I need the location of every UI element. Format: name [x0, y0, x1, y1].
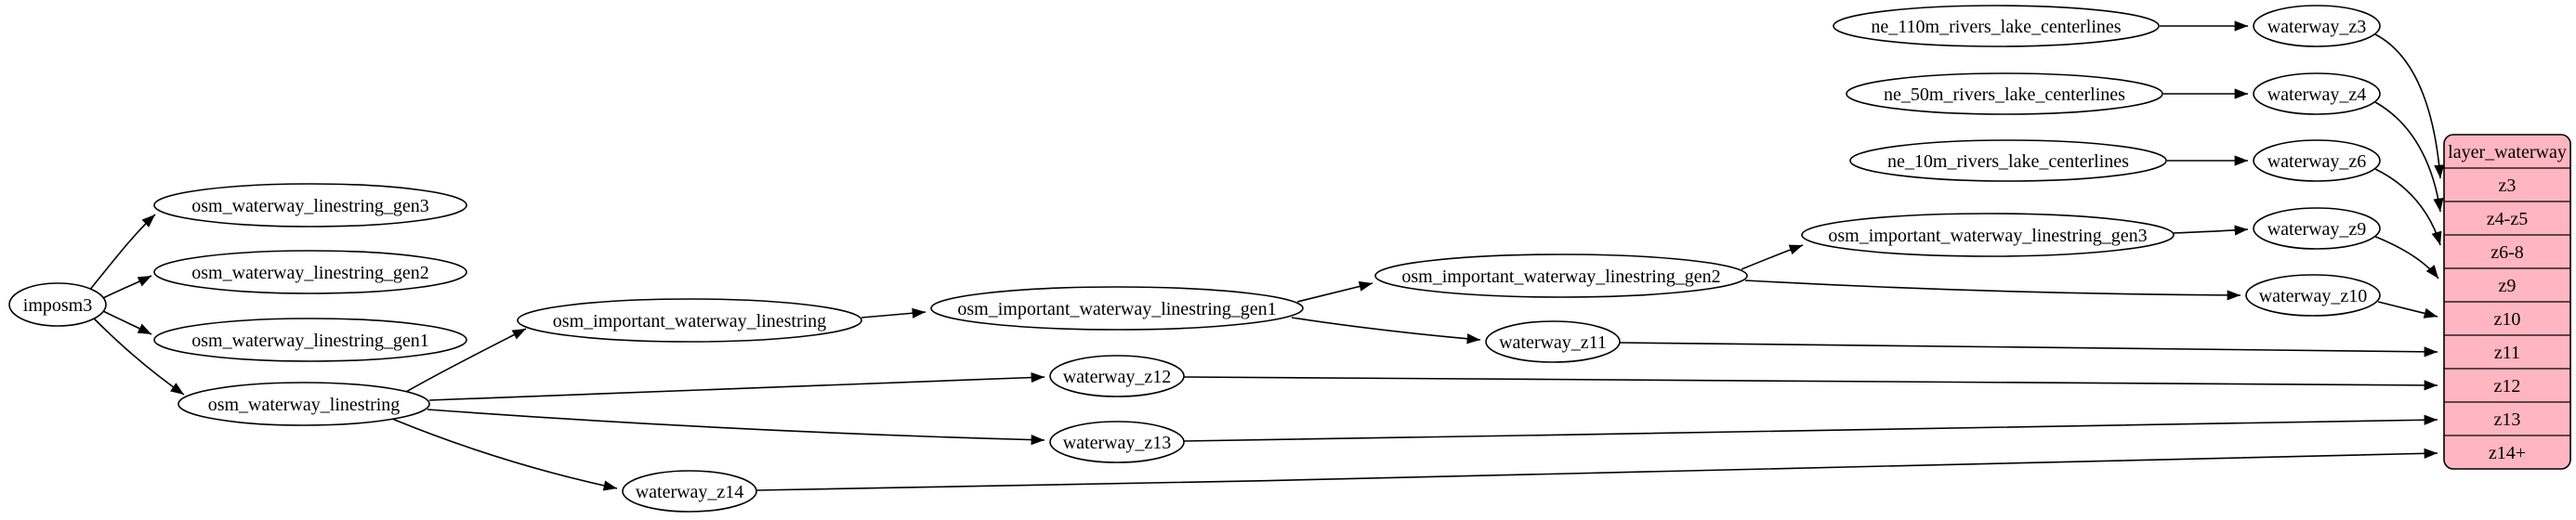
node-osm-important-waterway-linestring-gen2-shape [1374, 254, 1748, 298]
node-osm-important-waterway-linestring-gen1-label: osm_important_waterway_linestring_gen1 [957, 299, 1276, 319]
edge-imposm3-to-osm-waterway-linestring-gen1 [102, 310, 152, 335]
record-row-z13: z13 [2494, 410, 2521, 430]
record-row-z3: z3 [2499, 176, 2517, 196]
node-osm-waterway-linestring-gen3: osm_waterway_linestring_gen3 [153, 183, 467, 228]
record-title: layer_waterway [2448, 142, 2567, 162]
edge-imposm3-to-osm-waterway-linestring-gen3 [88, 214, 156, 292]
node-ne-10m-rivers-lake-centerlines-label: ne_10m_rivers_lake_centerlines [1887, 151, 2129, 172]
node-waterway-z11-shape [1485, 320, 1621, 363]
node-osm-important-waterway-linestring-label: osm_important_waterway_linestring [553, 311, 826, 332]
node-waterway-z14-shape [622, 470, 757, 513]
node-waterway-z4-label: waterway_z4 [2267, 84, 2367, 105]
node-imposm3: imposm3 [8, 282, 107, 327]
node-waterway-z12: waterway_z12 [1049, 355, 1185, 397]
edge-waterway-z11-to-record-z11 [1619, 342, 2438, 358]
node-ne-50m-rivers-lake-centerlines-shape [1846, 72, 2163, 115]
record-row-z11: z11 [2494, 343, 2520, 363]
node-waterway-z14: waterway_z14 [622, 470, 757, 513]
node-osm-waterway-linestring-gen1-shape [153, 318, 467, 362]
record-row-z9: z9 [2499, 276, 2517, 296]
edge-osm-waterway-linestring-to-waterway-z14 [391, 418, 618, 491]
node-waterway-z10: waterway_z10 [2245, 274, 2381, 317]
edge-waterway-z3-to-record-z3 [2374, 33, 2445, 179]
node-waterway-z6: waterway_z6 [2253, 139, 2381, 182]
node-imposm3-label: imposm3 [23, 295, 92, 316]
edge-imposm3-to-osm-waterway-linestring-gen2 [102, 275, 152, 299]
edge-osm-waterway-linestring-to-waterway-z13 [427, 409, 1045, 446]
record-row-z14plus: z14+ [2489, 443, 2526, 463]
node-waterway-z3-shape [2253, 5, 2381, 47]
node-osm-important-waterway-linestring-gen2: osm_important_waterway_linestring_gen2 [1374, 254, 1748, 298]
node-waterway-z13-label: waterway_z13 [1063, 433, 1172, 453]
node-osm-important-waterway-linestring-shape [517, 298, 862, 343]
node-osm-important-waterway-linestring-gen1-shape [930, 286, 1304, 331]
node-waterway-z13-shape [1049, 421, 1185, 463]
node-osm-waterway-linestring-gen1: osm_waterway_linestring_gen1 [153, 318, 467, 362]
node-imposm3-shape [8, 282, 107, 327]
node-waterway-z9-label: waterway_z9 [2267, 219, 2367, 240]
node-osm-important-waterway-linestring-gen3-label: osm_important_waterway_linestring_gen3 [1828, 226, 2147, 246]
edge-important-gen3-to-waterway-z9 [2172, 225, 2249, 236]
node-osm-waterway-linestring-gen3-shape [153, 183, 467, 228]
node-ne-110m-rivers-lake-centerlines-shape [1833, 5, 2160, 47]
edge-osm-waterway-linestring-to-waterway-z12 [428, 371, 1045, 401]
edge-waterway-z6-to-record-z6-8 [2374, 168, 2442, 246]
node-osm-waterway-linestring-gen2-label: osm_waterway_linestring_gen2 [191, 263, 429, 283]
record-layer-waterway: layer_waterway z3 z4-z5 z6-8 z9 z10 z11 … [2443, 134, 2571, 470]
node-waterway-z6-label: waterway_z6 [2267, 151, 2367, 172]
node-waterway-z13: waterway_z13 [1049, 421, 1185, 463]
node-osm-waterway-linestring-gen2: osm_waterway_linestring_gen2 [153, 250, 467, 294]
edge-waterway-z12-to-record-z12 [1183, 376, 2438, 391]
record-row-z6-8: z6-8 [2491, 242, 2524, 263]
node-waterway-z9: waterway_z9 [2253, 207, 2381, 250]
record-row-z10: z10 [2494, 309, 2521, 330]
edge-waterway-z13-to-record-z13 [1183, 414, 2438, 442]
node-ne-10m-rivers-lake-centerlines: ne_10m_rivers_lake_centerlines [1849, 139, 2167, 182]
node-osm-waterway-linestring-gen1-label: osm_waterway_linestring_gen1 [191, 331, 429, 351]
edge-osm-important-waterway-linestring-to-gen1 [861, 307, 927, 318]
edge-waterway-z14-to-record-z14plus [756, 448, 2438, 491]
node-waterway-z4: waterway_z4 [2253, 72, 2381, 115]
node-waterway-z9-shape [2253, 207, 2381, 250]
node-osm-waterway-linestring-label: osm_waterway_linestring [208, 395, 401, 415]
record-row-z4-z5: z4-z5 [2487, 209, 2528, 229]
node-waterway-z3-label: waterway_z3 [2267, 17, 2367, 37]
node-ne-50m-rivers-lake-centerlines-label: ne_50m_rivers_lake_centerlines [1884, 84, 2125, 105]
node-waterway-z6-shape [2253, 139, 2381, 182]
node-osm-important-waterway-linestring: osm_important_waterway_linestring [517, 298, 862, 343]
edge-waterway-z10-to-record-z10 [2377, 301, 2438, 318]
node-waterway-z11-label: waterway_z11 [1499, 332, 1607, 353]
edge-important-gen1-to-gen2 [1296, 280, 1373, 303]
node-waterway-z4-shape [2253, 72, 2381, 115]
node-waterway-z11: waterway_z11 [1485, 320, 1621, 363]
node-waterway-z14-label: waterway_z14 [636, 482, 744, 502]
node-ne-50m-rivers-lake-centerlines: ne_50m_rivers_lake_centerlines [1846, 72, 2163, 115]
node-osm-waterway-linestring: osm_waterway_linestring [177, 382, 430, 426]
node-osm-waterway-linestring-gen3-label: osm_waterway_linestring_gen3 [191, 196, 429, 216]
node-osm-waterway-linestring-shape [177, 382, 430, 426]
node-osm-important-waterway-linestring-gen1: osm_important_waterway_linestring_gen1 [930, 286, 1304, 331]
node-ne-110m-rivers-lake-centerlines: ne_110m_rivers_lake_centerlines [1833, 5, 2160, 47]
edge-imposm3-to-osm-waterway-linestring [92, 317, 185, 396]
node-ne-10m-rivers-lake-centerlines-shape [1849, 139, 2167, 182]
edge-important-gen1-to-waterway-z11 [1291, 317, 1481, 344]
node-waterway-z10-label: waterway_z10 [2259, 286, 2368, 306]
edge-waterway-z4-to-record-z4-z5 [2374, 101, 2444, 213]
record-row-z12: z12 [2494, 376, 2521, 396]
edge-osm-waterway-linestring-to-osm-important-waterway-linestring [405, 328, 527, 393]
node-waterway-z10-shape [2245, 274, 2381, 317]
edge-waterway-z9-to-record-z9 [2372, 235, 2439, 280]
edge-important-gen2-to-waterway-z10 [1744, 280, 2241, 301]
node-waterway-z3: waterway_z3 [2253, 5, 2381, 47]
node-osm-important-waterway-linestring-gen3: osm_important_waterway_linestring_gen3 [1801, 213, 2175, 257]
node-waterway-z12-label: waterway_z12 [1063, 367, 1172, 387]
edge-layer [88, 20, 2445, 491]
node-osm-important-waterway-linestring-gen2-label: osm_important_waterway_linestring_gen2 [1401, 266, 1720, 287]
node-osm-important-waterway-linestring-gen3-shape [1801, 213, 2175, 257]
node-waterway-z12-shape [1049, 355, 1185, 397]
edge-important-gen2-to-gen3 [1741, 244, 1804, 270]
node-ne-110m-rivers-lake-centerlines-label: ne_110m_rivers_lake_centerlines [1871, 17, 2121, 37]
node-osm-waterway-linestring-gen2-shape [153, 250, 467, 294]
